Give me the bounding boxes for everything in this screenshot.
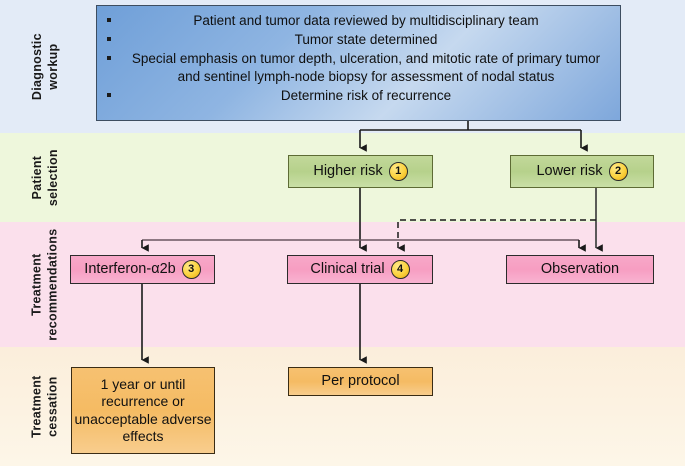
node-label: Per protocol bbox=[321, 373, 400, 390]
node-per-protocol[interactable]: Per protocol bbox=[288, 367, 433, 396]
node-label-wrap: Lower risk 2 bbox=[536, 162, 628, 181]
badge-number: 1 bbox=[388, 162, 408, 181]
badge-number: 3 bbox=[181, 260, 201, 279]
bullet-item: Special emphasis on tumor depth, ulcerat… bbox=[107, 50, 612, 86]
node-label-wrap: Higher risk 1 bbox=[313, 162, 408, 181]
node-label: Clinical trial bbox=[310, 261, 385, 278]
node-label: Lower risk bbox=[536, 163, 603, 180]
badge-number: 2 bbox=[608, 162, 628, 181]
band-treatment-recommendations bbox=[0, 222, 685, 347]
bullet-item: Tumor state determined bbox=[107, 31, 612, 49]
node-label-wrap: Interferon-α2b 3 bbox=[84, 260, 201, 279]
bullet-item: Determine risk of recurrence bbox=[107, 87, 612, 105]
node-label: Interferon-α2b bbox=[84, 261, 176, 278]
node-label-wrap: Clinical trial 4 bbox=[310, 260, 410, 279]
node-lower-risk[interactable]: Lower risk 2 bbox=[510, 155, 654, 188]
node-observation[interactable]: Observation bbox=[506, 255, 654, 284]
node-label: Observation bbox=[540, 261, 620, 278]
node-treatment-duration[interactable]: 1 year or until recurrence or unacceptab… bbox=[71, 367, 215, 454]
diagnostic-bullet-list: Patient and tumor data reviewed by multi… bbox=[97, 6, 620, 106]
node-diagnostic-workup: Patient and tumor data reviewed by multi… bbox=[96, 5, 621, 121]
node-clinical-trial[interactable]: Clinical trial 4 bbox=[287, 255, 433, 284]
node-interferon-alfa-2b[interactable]: Interferon-α2b 3 bbox=[70, 255, 215, 284]
node-label: Higher risk bbox=[313, 163, 383, 180]
node-higher-risk[interactable]: Higher risk 1 bbox=[288, 155, 433, 188]
badge-number: 4 bbox=[390, 260, 410, 279]
bullet-item: Patient and tumor data reviewed by multi… bbox=[107, 12, 612, 30]
node-label: 1 year or until recurrence or unacceptab… bbox=[74, 375, 212, 445]
